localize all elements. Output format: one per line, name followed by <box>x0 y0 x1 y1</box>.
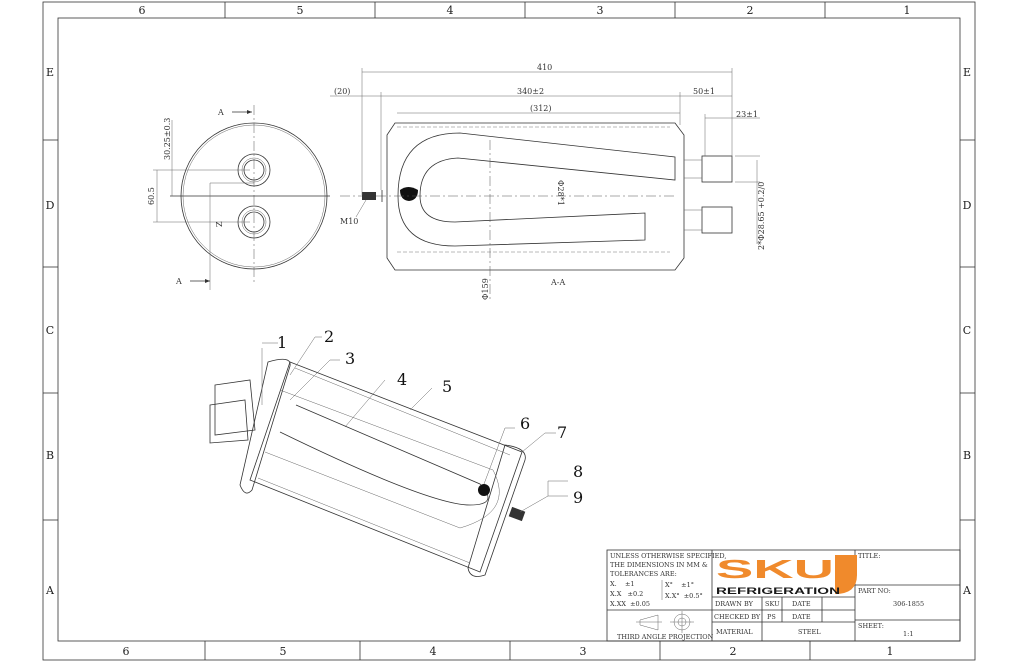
dim-inner: (312) <box>530 104 552 113</box>
balloon-4: 4 <box>397 370 407 389</box>
dim-body: 340±2 <box>517 87 544 96</box>
balloon-3: 3 <box>345 349 355 368</box>
dim-shell-dia: Φ159 <box>481 278 490 300</box>
tol-ang-2: X.X° ±0.5° <box>665 592 703 600</box>
tol-note-2: THE DIMENSIONS IN MM & <box>610 561 708 569</box>
logo-main-text: SKU <box>716 554 834 584</box>
zone-col: 1 <box>904 4 911 17</box>
balloon-1: 1 <box>277 333 287 352</box>
part-no-value: 306-1855 <box>893 600 924 608</box>
material-label: MATERIAL <box>716 628 753 636</box>
sku-refrigeration-logo: SKU REFRIGERATION <box>716 554 857 596</box>
zone-row: B <box>46 449 54 462</box>
section-view: 410 (20) 340±2 (312) 50±1 23±1 M10 Φ28*1… <box>330 63 766 300</box>
zone-row: C <box>963 324 971 337</box>
balloon-6: 6 <box>520 414 530 433</box>
zone-row: B <box>963 449 971 462</box>
balloon-8: 8 <box>573 462 583 481</box>
dim-pipe-end: 23±1 <box>736 110 758 119</box>
label-z: Z <box>215 221 224 227</box>
title-block: UNLESS OTHERWISE SPECIFIED, THE DIMENSIO… <box>606 549 961 642</box>
dim-thread: M10 <box>340 217 358 226</box>
dim-offset: 30.25±0.3 <box>163 118 172 160</box>
zone-row: C <box>46 324 54 337</box>
zone-col: 2 <box>747 4 754 17</box>
projection-label: THIRD ANGLE PROJECTION <box>617 633 714 641</box>
zone-row: D <box>963 199 972 212</box>
sheet-frame <box>42 1 976 661</box>
zone-row: E <box>963 66 971 79</box>
zone-col: 5 <box>297 4 304 17</box>
dim-tube-dia: Φ28*1 <box>556 180 565 206</box>
balloon-5: 5 <box>442 377 452 396</box>
zone-col: 3 <box>597 4 604 17</box>
zone-row: D <box>46 199 55 212</box>
zone-row: E <box>46 66 54 79</box>
zone-col: 1 <box>887 645 894 658</box>
zone-col: 2 <box>730 645 737 658</box>
section-mark-top: A <box>217 108 224 117</box>
tol-note-3: TOLERANCES ARE: <box>610 570 677 578</box>
date-label-1: DATE <box>792 600 811 608</box>
zone-col: 4 <box>430 645 437 658</box>
zone-col: 3 <box>580 645 587 658</box>
sheet-label: SHEET: <box>858 622 884 630</box>
end-view: A A 30.25±0.3 60.5 Z <box>147 105 330 290</box>
sheet-value: 1:1 <box>903 630 913 638</box>
tol-xx: X.X ±0.2 <box>610 590 643 598</box>
zone-col: 4 <box>447 4 454 17</box>
drawn-by-value: SKU <box>765 600 780 608</box>
dim-spacing: 60.5 <box>147 187 156 205</box>
section-mark-bottom: A <box>175 277 182 286</box>
section-label: A-A <box>550 278 565 287</box>
zone-col: 6 <box>139 4 146 17</box>
dim-pipe-ext: 50±1 <box>693 87 715 96</box>
part-balloons: 1 2 3 4 5 6 7 8 9 <box>262 327 583 513</box>
date-label-2: DATE <box>792 613 811 621</box>
drawn-by-label: DRAWN BY <box>715 600 754 608</box>
title-label: TITLE: <box>858 552 881 560</box>
zone-labels: 6 5 4 3 2 1 6 5 4 3 2 1 E D C B A E D C … <box>45 4 972 658</box>
tol-ang-1: X° ±1° <box>665 581 694 589</box>
balloon-9: 9 <box>573 488 583 507</box>
checked-by-value: PS <box>767 613 776 621</box>
material-value: STEEL <box>798 628 821 636</box>
isometric-view <box>209 348 526 577</box>
zone-col: 6 <box>123 645 130 658</box>
tol-x: X. ±1 <box>610 580 635 588</box>
logo-sub-text: REFRIGERATION <box>716 586 840 596</box>
balloon-2: 2 <box>324 327 334 346</box>
zone-col: 5 <box>280 645 287 658</box>
zone-row: A <box>962 584 972 597</box>
dim-stud: (20) <box>334 87 350 96</box>
tol-xxx: X.XX ±0.05 <box>610 600 650 608</box>
dim-overall: 410 <box>537 63 552 72</box>
tol-note-1: UNLESS OTHERWISE SPECIFIED, <box>610 552 726 560</box>
balloon-7: 7 <box>557 423 567 442</box>
checked-by-label: CHECKED BY <box>714 613 761 621</box>
dim-pipe-dia: 2*Φ28.65 +0.2/0 <box>757 182 766 250</box>
third-angle-projection-icon <box>636 611 694 633</box>
part-no-label: PART NO: <box>858 587 891 595</box>
zone-row: A <box>45 584 55 597</box>
